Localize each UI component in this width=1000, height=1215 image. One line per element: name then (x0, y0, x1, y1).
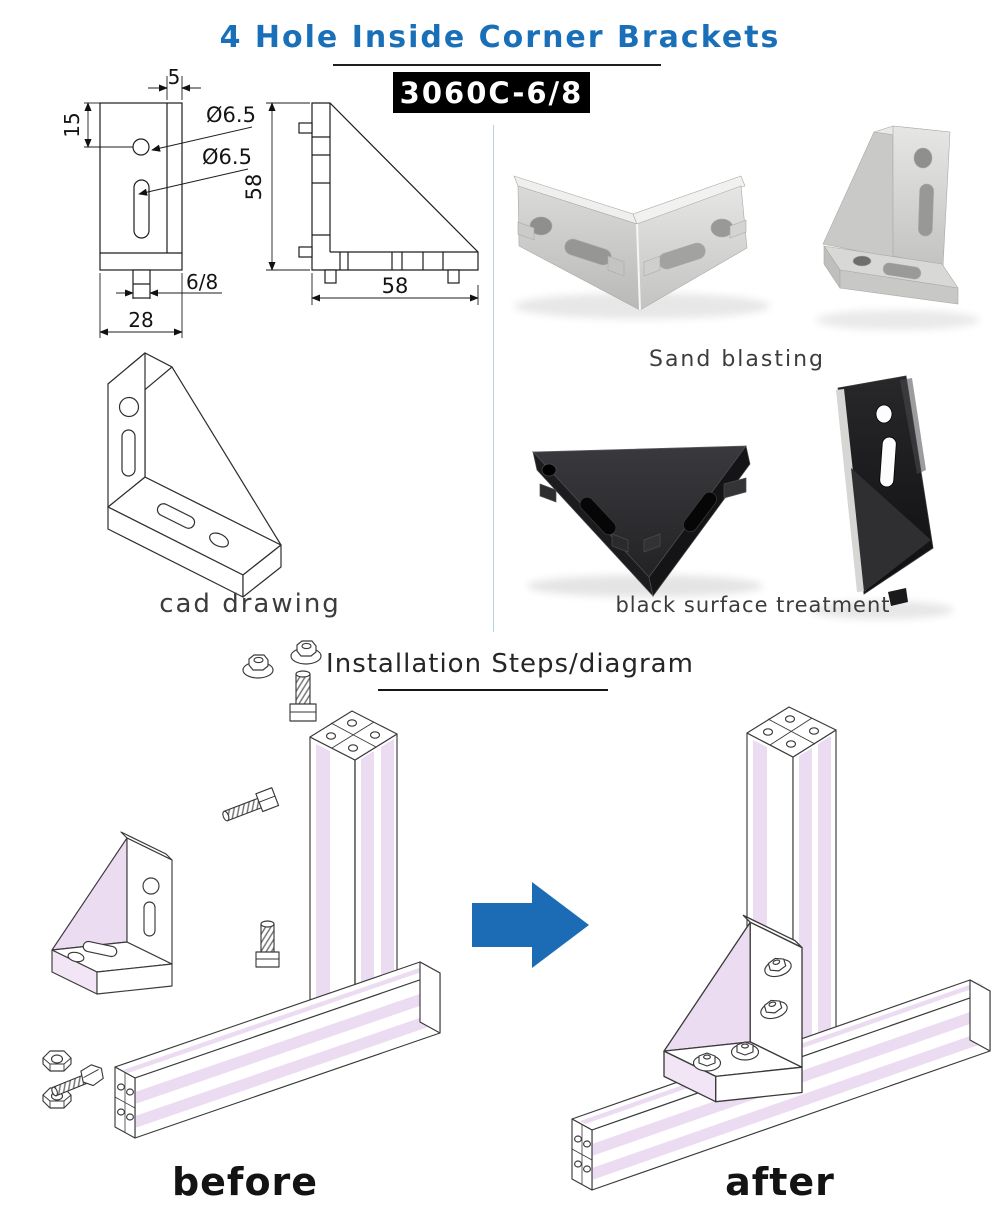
dim-length: 58 (311, 273, 479, 305)
front-view-slot (133, 179, 150, 239)
dim-hole-dia-slot: Ø6.5 (138, 145, 252, 196)
front-view: 5 15 Ø6.5 Ø6.5 6/8 (60, 65, 256, 338)
hex-nut (42, 1050, 72, 1072)
svg-text:15: 15 (60, 112, 84, 137)
dim-flange: 5 (148, 65, 201, 100)
svg-text:Ø6.5: Ø6.5 (202, 145, 252, 169)
black-finish-label: black surface treatment (615, 593, 891, 617)
flange-nut (290, 640, 322, 665)
hex-bolt (51, 1064, 104, 1097)
engineering-drawing-panel: 5 15 Ø6.5 Ø6.5 6/8 (60, 65, 479, 598)
horizontal-extrusion (114, 961, 441, 1139)
dim-hole-dia-top: Ø6.5 (151, 103, 256, 152)
before-label: before (171, 1160, 319, 1204)
t-bolt-angled (222, 787, 280, 822)
column-divider (493, 125, 494, 632)
t-bolt-vertical (289, 670, 317, 722)
product-photos-panel (513, 125, 980, 619)
svg-text:5: 5 (168, 65, 181, 89)
title-underline (333, 64, 661, 66)
photo-bracket-silver-lying (513, 175, 770, 319)
dim-base-width: 28 (99, 273, 183, 338)
photo-bracket-silver-standing (816, 125, 980, 330)
photo-bracket-black-standing (810, 375, 954, 619)
iso-cad-view (107, 352, 282, 598)
arrow-right-icon (472, 882, 589, 968)
page-title: 4 Hole Inside Corner Brackets (219, 20, 781, 55)
installation-diagram (42, 640, 991, 1191)
before-diagram (42, 640, 441, 1139)
installation-heading: Installation Steps/diagram (326, 649, 694, 679)
svg-text:Ø6.5: Ø6.5 (206, 103, 256, 127)
cad-drawing-label: cad drawing (159, 589, 341, 619)
front-view-hole (132, 138, 150, 156)
svg-text:58: 58 (242, 174, 266, 201)
corner-bracket (51, 831, 173, 995)
t-bolt-vertical (255, 920, 280, 968)
flange-nut (242, 654, 274, 679)
installation-heading-underline (378, 689, 608, 691)
vertical-extrusion (309, 710, 398, 1023)
silver-finish-label: Sand blasting (648, 347, 825, 372)
svg-text:58: 58 (382, 274, 409, 298)
svg-text:6/8: 6/8 (186, 270, 218, 294)
dim-hole-offset: 15 (60, 102, 133, 148)
corner-bracket (663, 914, 803, 1103)
model-badge: 3060C-6/8 (393, 72, 590, 113)
dim-tab: 6/8 (116, 270, 222, 299)
dim-height: 58 (242, 102, 310, 271)
after-label: after (725, 1160, 835, 1204)
svg-text:28: 28 (128, 308, 153, 332)
after-diagram (571, 706, 991, 1191)
photo-bracket-black-lying (527, 445, 763, 598)
side-view: 58 58 (242, 102, 479, 305)
